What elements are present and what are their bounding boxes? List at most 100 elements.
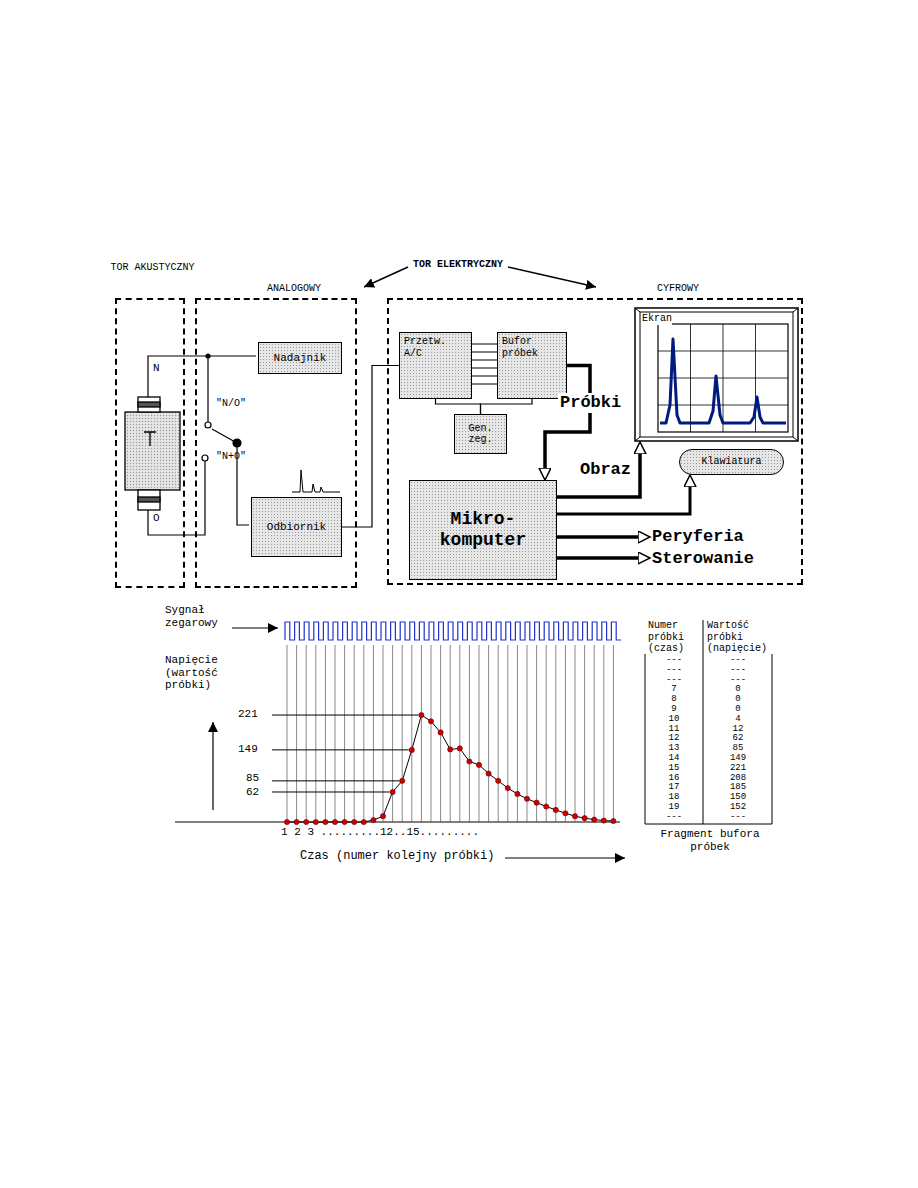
sample-dot [352,819,357,824]
sample-dot [496,778,501,783]
table-grid [772,654,773,824]
echo-trace [660,339,786,423]
sample-dot [313,819,318,824]
section-title: TOR ELEKTRYCZNY [413,259,503,271]
axis [175,628,625,858]
sample-dot [544,804,549,809]
table-grid [645,654,646,824]
axis-value: 149 [238,743,258,756]
sample-dot [572,814,577,819]
table-cell: 85 [710,744,766,754]
region-heading: ANALOGOWY [267,283,321,295]
sample-dot [592,817,597,822]
screen: Ekran [634,307,799,442]
sample-dot [505,786,510,791]
table-cell: 149 [710,754,766,764]
table-cell: 9 [649,705,699,715]
connector-line [342,366,399,528]
signal-curve [287,715,613,822]
table-cell: 221 [710,764,766,774]
table-cell: 19 [649,803,699,813]
monitor-outline [634,307,799,442]
receiver-box: Odbiornik [251,497,342,557]
sample-chart [272,622,621,825]
wire [148,356,256,397]
table-cell: 7 [649,685,699,695]
sample-dot [467,759,472,764]
sample-dot [524,796,529,801]
table-cell: 150 [710,793,766,803]
table-cell: 10 [649,715,699,725]
clock-signal [285,622,621,640]
sample-dot [438,730,443,735]
wire [233,439,241,447]
pulse-icon [292,470,340,492]
table-cell: 8 [649,695,699,705]
transducer [125,397,180,510]
transducer [125,412,180,490]
sample-numbers: 1 2 3 .........12..15......... [281,826,479,839]
table-header: Wartość próbki (napięcie) [707,620,773,655]
probe-label: N [153,362,160,375]
axis-value: 62 [246,786,259,799]
sample-dot [304,819,309,824]
sample-dot [476,762,481,767]
sample-buffer-box: Bufor próbek [497,332,567,399]
monitor-bezel [640,312,793,437]
output-arrow [555,535,638,539]
sample-dot [342,819,347,824]
sample-dot [553,807,558,812]
output-label: Peryferia [652,527,744,547]
table-cell: 18 [649,793,699,803]
sample-gridline [287,645,613,822]
output-arrow [555,556,638,560]
sample-dot [332,819,337,824]
axis-value: 221 [238,708,258,721]
table-cell: 0 [710,695,766,705]
analog-region: ANALOGOWYNadajnikOdbiornik [195,298,357,588]
table-grid [703,620,704,824]
box-label: Klawiatura [701,456,761,468]
table-cell: 16 [649,774,699,784]
connector [481,399,533,414]
sample-dot [448,747,453,752]
sample-dot [419,712,424,717]
transducer [138,397,160,412]
edge-label: Próbki [558,393,623,413]
table-cell: 152 [710,803,766,813]
monitor-frame [635,308,798,441]
clock-generator-box: Gen. zeg. [454,414,507,454]
table-cell: 12 [710,725,766,735]
table-cell: 14 [649,754,699,764]
box-label: Nadajnik [274,352,327,365]
axis [505,857,625,858]
edge-label: Obraz [578,460,633,480]
sample-dot [515,791,520,796]
axis-value: 85 [246,772,259,785]
table-caption: Fragment bufora próbek [655,828,765,853]
region-heading: CYFROWY [657,283,699,295]
table-cell: 208 [710,774,766,784]
sample-dot [380,814,385,819]
output-label: Sterowanie [652,549,754,569]
transducer [138,490,160,510]
table-cell: 4 [710,715,766,725]
table-cell: --- [649,813,699,823]
table-cell: --- [649,666,699,676]
connector [557,454,640,497]
sample-dot [601,818,606,823]
table-cell: --- [710,813,766,823]
connector-line [557,487,690,514]
connector [557,487,690,514]
connector-line [472,344,497,345]
connector-line [472,376,497,377]
axis-title: Napięcie (wartość próbki) [165,654,235,692]
sample-dot [457,746,462,751]
sample-dot [428,719,433,724]
bracket-arrow [508,267,596,287]
acoustic-region: TOR AKUSTYCZNY [115,298,185,588]
sample-dot [409,747,414,752]
table-cell: 0 [710,685,766,695]
